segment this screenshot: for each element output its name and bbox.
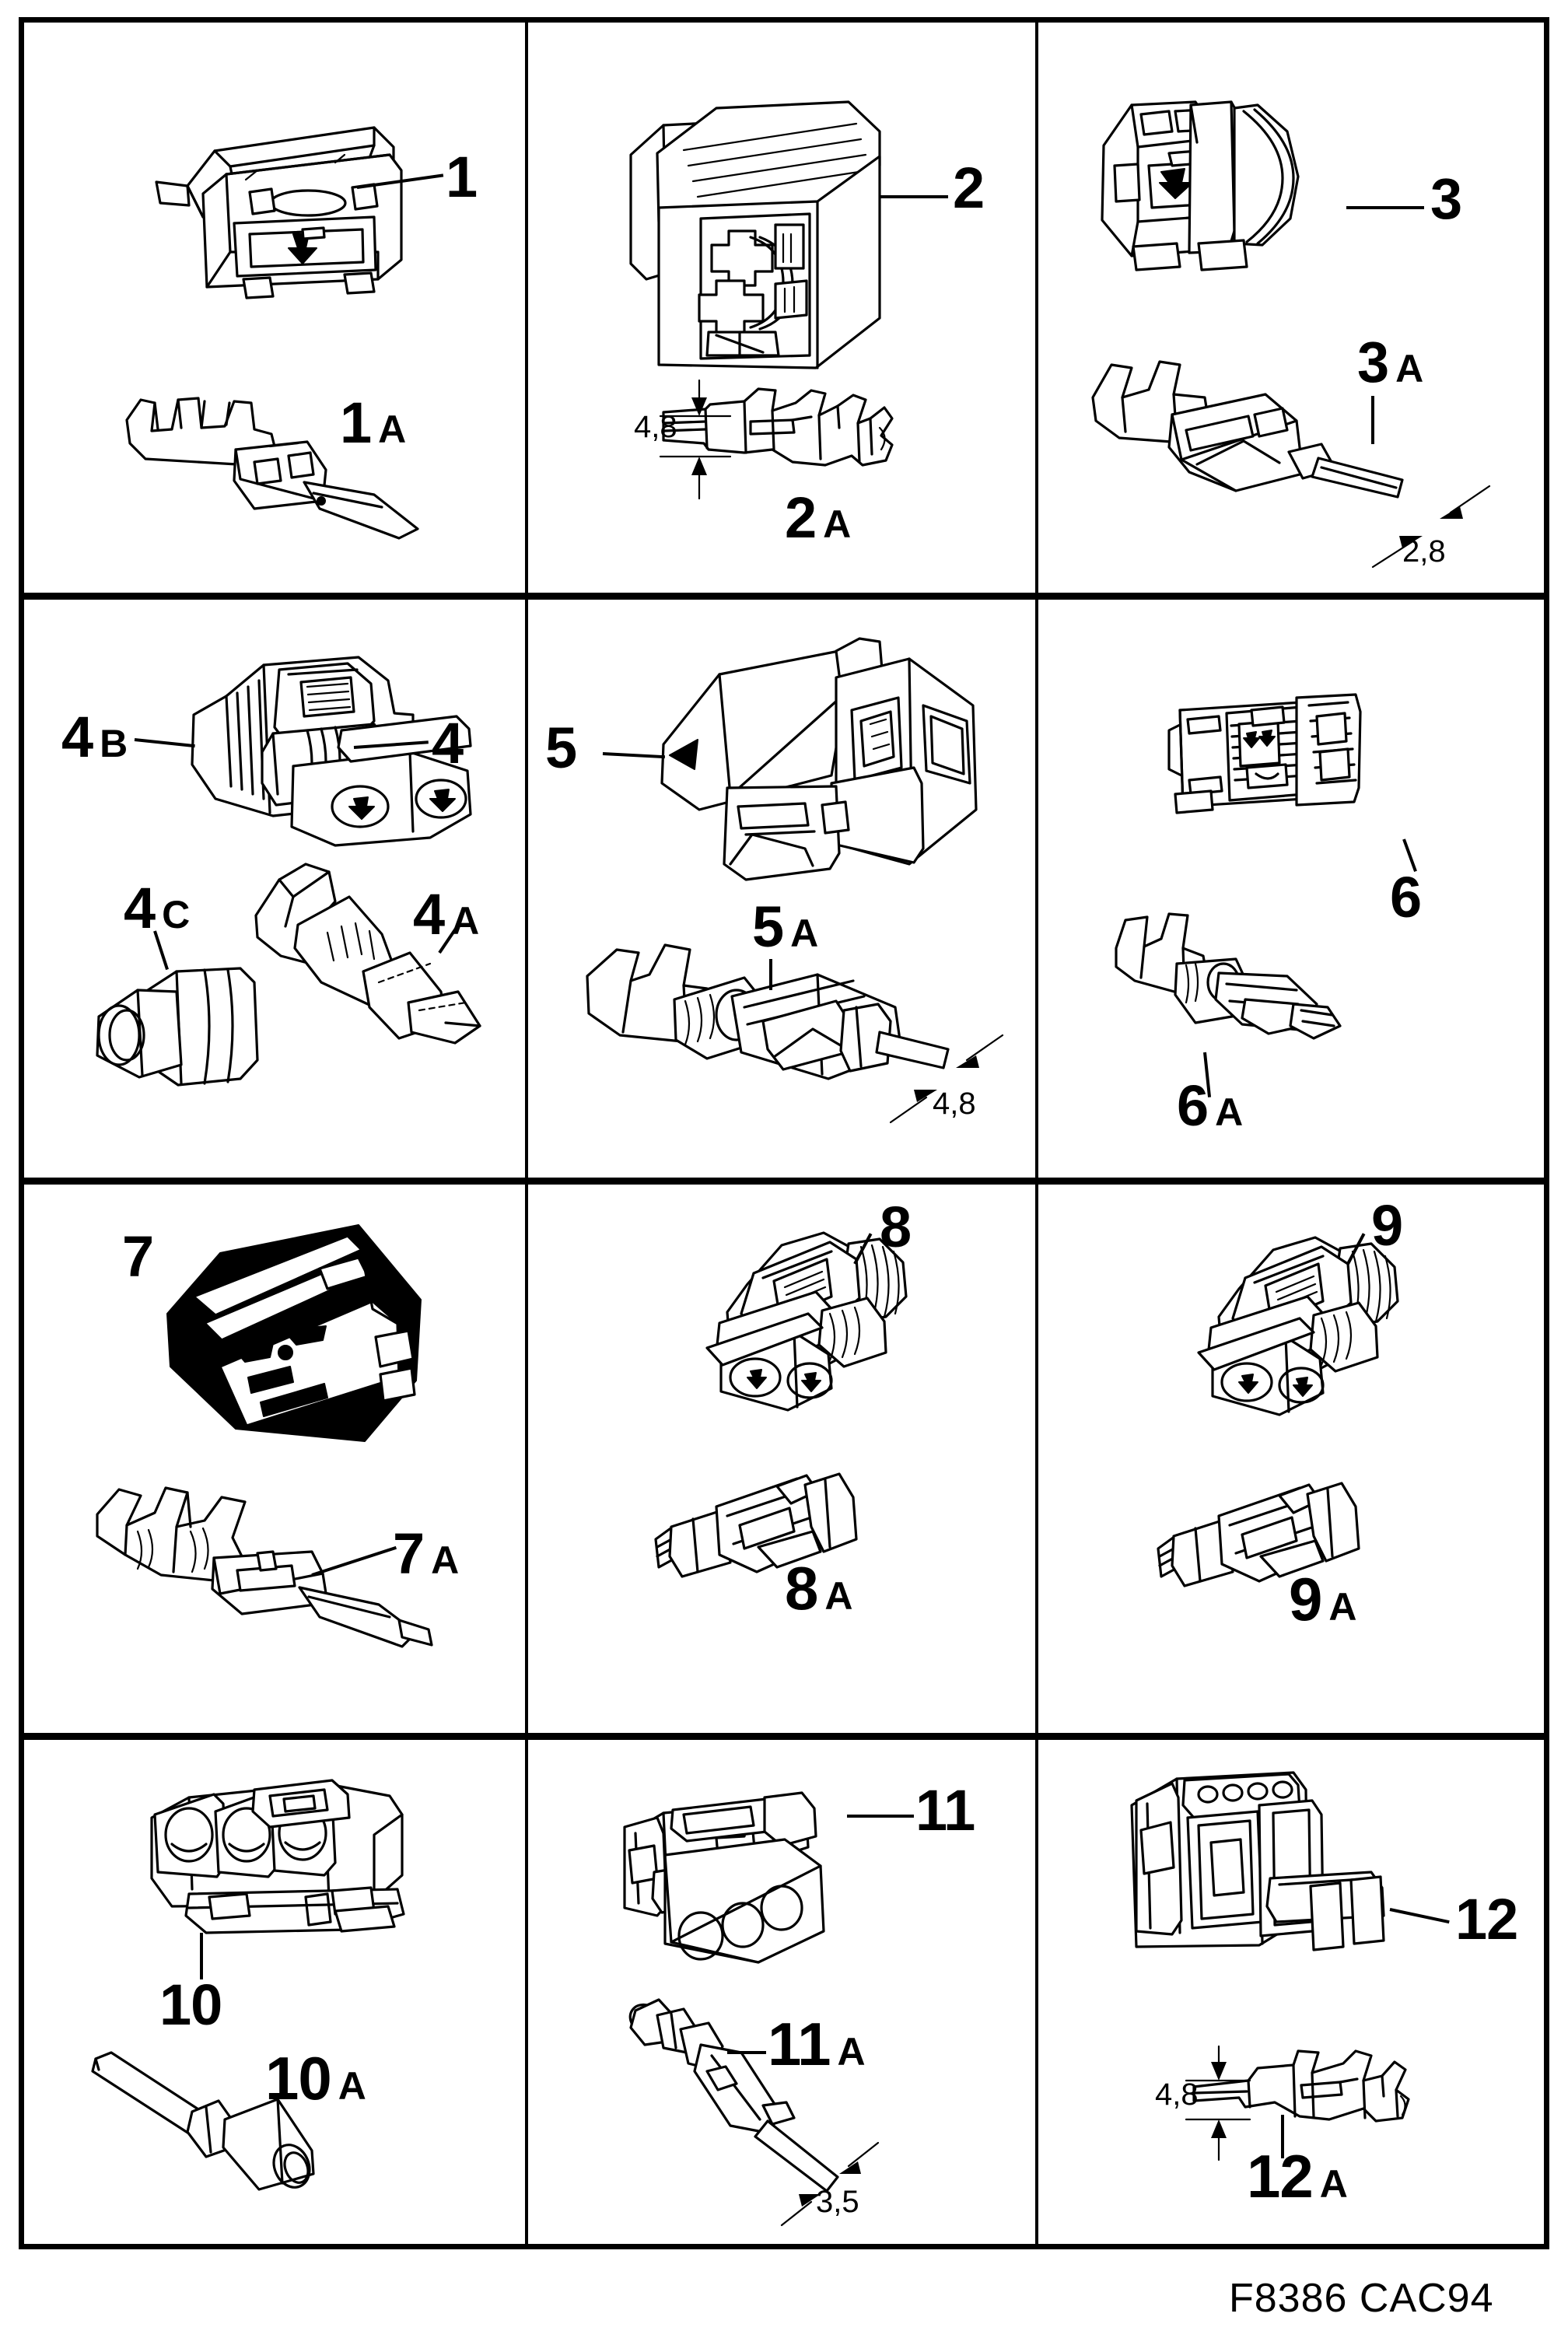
terminal-10a-drawing (91, 2051, 373, 2191)
terminal-2a-drawing (659, 384, 970, 501)
connector-housing-4-drawing (180, 646, 506, 864)
drawing-code: F8386 CAC94 (1229, 2276, 1494, 2321)
leader-line-11a (727, 2051, 766, 2054)
connector-housing-7-drawing (164, 1222, 429, 1455)
dimension-label-11a: 3,5 (816, 2185, 859, 2219)
leader-line-11 (847, 1815, 914, 1818)
terminal-1a-drawing (117, 384, 444, 548)
terminal-3a-drawing (1088, 349, 1430, 536)
connector-housing-12-drawing (1121, 1763, 1424, 1981)
label-11: 11 (915, 1778, 975, 1843)
dimension-arrows-12a (1169, 2045, 1262, 2163)
dimension-arrows-3a (1365, 474, 1521, 590)
dimension-label-2a: 4,8 (634, 410, 677, 444)
leader-line-5a (769, 959, 772, 990)
dimension-arrows-11a (777, 2138, 917, 2239)
label-8: 8 (880, 1195, 912, 1259)
terminal-8a-drawing (653, 1463, 886, 1595)
dimension-arrows-2a (637, 379, 738, 505)
label-9: 9 (1371, 1193, 1403, 1258)
dimension-label-3a: 2,8 (1402, 534, 1446, 569)
label-7: 7 (122, 1224, 154, 1289)
cell-12[interactable]: 12 (1038, 1740, 1544, 2244)
label-1: 1 (446, 145, 478, 209)
parts-grid: 1 (24, 23, 1544, 2244)
label-10: 10 (159, 1972, 222, 2037)
terminal-4a-drawing (247, 858, 495, 1076)
connector-housing-11-drawing (606, 1763, 917, 1989)
connector-housing-3-drawing (1094, 91, 1405, 293)
terminal-6a-drawing (1113, 908, 1346, 1063)
terminal-5a-drawing (579, 926, 953, 1097)
leader-line-3 (1346, 206, 1424, 209)
terminal-11a-drawing (626, 1997, 875, 2199)
label-6: 6 (1390, 865, 1422, 929)
terminal-7a-drawing (89, 1480, 439, 1659)
connector-housing-10-drawing (141, 1766, 452, 1961)
label-4: 4 (432, 711, 464, 775)
connector-housing-5-drawing (653, 631, 1018, 911)
seal-4c-drawing (91, 961, 317, 1101)
terminal-9a-drawing (1155, 1472, 1388, 1605)
dimension-label-12a: 4,8 (1155, 2077, 1199, 2112)
connector-housing-1-drawing (141, 93, 452, 326)
label-2: 2 (953, 156, 985, 220)
dimension-label-5a: 4,8 (933, 1087, 976, 1121)
label-5: 5 (545, 716, 577, 780)
dimension-arrows-5a (886, 1027, 1035, 1144)
cell-5[interactable]: 5 (528, 600, 1038, 1185)
label-3: 3 (1430, 166, 1462, 231)
connector-housing-8-drawing (676, 1222, 940, 1440)
cell-2[interactable]: 2 (528, 23, 1038, 600)
leader-line-2 (880, 195, 948, 198)
connector-housing-6-drawing (1164, 693, 1398, 833)
connector-housing-9-drawing (1167, 1227, 1432, 1444)
connector-housing-2-drawing (623, 85, 957, 380)
cell-1[interactable]: 1 (24, 23, 528, 600)
terminal-12a-drawing (1191, 2049, 1455, 2158)
label-12: 12 (1455, 1887, 1518, 1951)
cell-7[interactable]: 7 (24, 1185, 528, 1740)
